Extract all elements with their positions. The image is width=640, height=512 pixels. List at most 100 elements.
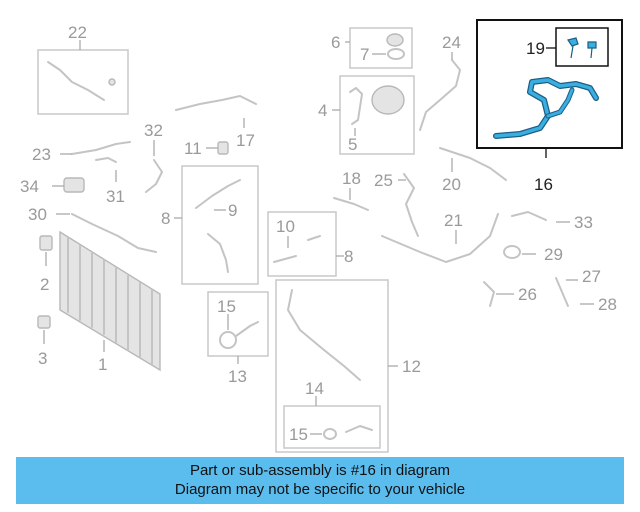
part-34[interactable]: 34 (20, 177, 85, 196)
label-18: 18 (342, 169, 361, 188)
label-8b: 8 (344, 247, 353, 266)
label-11: 11 (184, 139, 202, 158)
label-1: 1 (98, 355, 107, 374)
banner-line-2: Diagram may not be specific to your vehi… (174, 481, 466, 498)
part-25-hose (403, 173, 419, 237)
part-29-clamp (503, 245, 521, 259)
label-5: 5 (348, 135, 357, 154)
label-25: 25 (374, 171, 393, 190)
label-34: 34 (20, 177, 39, 196)
part-32[interactable]: 32 (144, 121, 163, 193)
part-11-fitting (217, 141, 229, 155)
label-15a: 15 (217, 297, 236, 316)
label-4: 4 (318, 101, 327, 120)
part-32-hose (145, 159, 163, 193)
part-19-box (555, 27, 609, 67)
label-23: 23 (32, 145, 51, 164)
part-16-box (476, 19, 623, 149)
label-22: 22 (68, 23, 87, 42)
part-7-seal (387, 48, 405, 60)
label-10: 10 (276, 217, 295, 236)
part-33-fitting (511, 211, 547, 221)
part-22-box (37, 49, 129, 115)
part-10-fitting (307, 235, 321, 241)
part-24-hose (419, 59, 461, 131)
label-28: 28 (598, 295, 617, 314)
part-22-hose (47, 61, 105, 101)
label-2: 2 (40, 275, 49, 294)
part-8-hose (207, 233, 229, 273)
part-3-mount (37, 315, 51, 329)
label-14: 14 (305, 379, 324, 398)
part-8-9[interactable]: 8 9 (161, 165, 259, 285)
label-12: 12 (402, 357, 421, 376)
label-29: 29 (544, 245, 563, 264)
part-3[interactable]: 3 (37, 315, 51, 368)
part-18[interactable]: 18 (333, 169, 369, 211)
part-14-fitting (345, 425, 373, 433)
part-15-seal (219, 331, 237, 349)
part-30[interactable]: 30 (28, 205, 157, 253)
label-33: 33 (574, 213, 593, 232)
part-24[interactable]: 24 (419, 33, 461, 131)
label-16: 16 (534, 175, 553, 194)
info-banner: Part or sub-assembly is #16 in diagram D… (16, 457, 624, 504)
label-26: 26 (518, 285, 537, 304)
label-24: 24 (442, 33, 461, 52)
part-13-hose (235, 321, 259, 337)
part-17-hose (175, 95, 257, 111)
label-8a: 8 (161, 209, 170, 228)
part-2[interactable]: 2 (39, 235, 53, 294)
part-13-15[interactable]: 15 13 (207, 291, 269, 386)
part-10-8[interactable]: 10 8 (267, 211, 353, 277)
radiator-core (59, 230, 161, 372)
part-6-7[interactable]: 6 7 (331, 27, 413, 69)
part-21[interactable]: 21 (381, 211, 499, 263)
part-12-hose (287, 289, 361, 381)
part-8-box (181, 165, 259, 285)
part-16-hose (494, 78, 598, 138)
part-22[interactable]: 22 (37, 23, 129, 115)
part-4-5[interactable]: 4 5 (318, 75, 415, 155)
label-9: 9 (228, 201, 237, 220)
part-1-radiator[interactable]: 1 (59, 230, 161, 374)
part-27[interactable]: 27 (555, 267, 601, 307)
part-9-hose (195, 179, 241, 209)
label-15b: 15 (289, 425, 308, 444)
part-18-bracket (333, 197, 369, 211)
part-28[interactable]: 28 (580, 295, 617, 314)
part-2-mount (39, 235, 53, 251)
part-20[interactable]: 20 (439, 147, 507, 194)
part-17[interactable]: 17 (175, 95, 257, 150)
label-31: 31 (106, 187, 125, 206)
part-29[interactable]: 29 (503, 245, 563, 264)
part-26-hose (483, 281, 495, 307)
part-31-hose (95, 157, 117, 163)
banner-line-1: Part or sub-assembly is #16 in diagram (189, 462, 451, 479)
part-20-hose (439, 147, 507, 181)
part-34-fitting (63, 177, 85, 193)
part-31[interactable]: 31 (95, 157, 125, 206)
part-15-oring (323, 428, 337, 440)
part-5-bracket (349, 87, 363, 125)
label-7: 7 (360, 45, 369, 64)
part-23-hose (71, 141, 131, 155)
part-25[interactable]: 25 (374, 171, 419, 237)
bolt-icon (567, 37, 579, 59)
label-27: 27 (582, 267, 601, 286)
part-6-cap (386, 33, 404, 47)
part-10-pipe (273, 255, 297, 263)
part-21-pipe (381, 213, 499, 263)
part-11[interactable]: 11 (184, 139, 229, 158)
part-12-14[interactable]: 12 14 15 (275, 279, 421, 453)
part-16[interactable]: 19 16 (476, 19, 623, 194)
label-32: 32 (144, 121, 163, 140)
part-23[interactable]: 23 (32, 141, 131, 164)
part-22-clip (108, 78, 116, 86)
part-4-reservoir (371, 85, 405, 115)
label-20: 20 (442, 175, 461, 194)
part-26[interactable]: 26 (483, 281, 537, 307)
part-33[interactable]: 33 (511, 211, 593, 232)
label-21: 21 (444, 211, 463, 230)
